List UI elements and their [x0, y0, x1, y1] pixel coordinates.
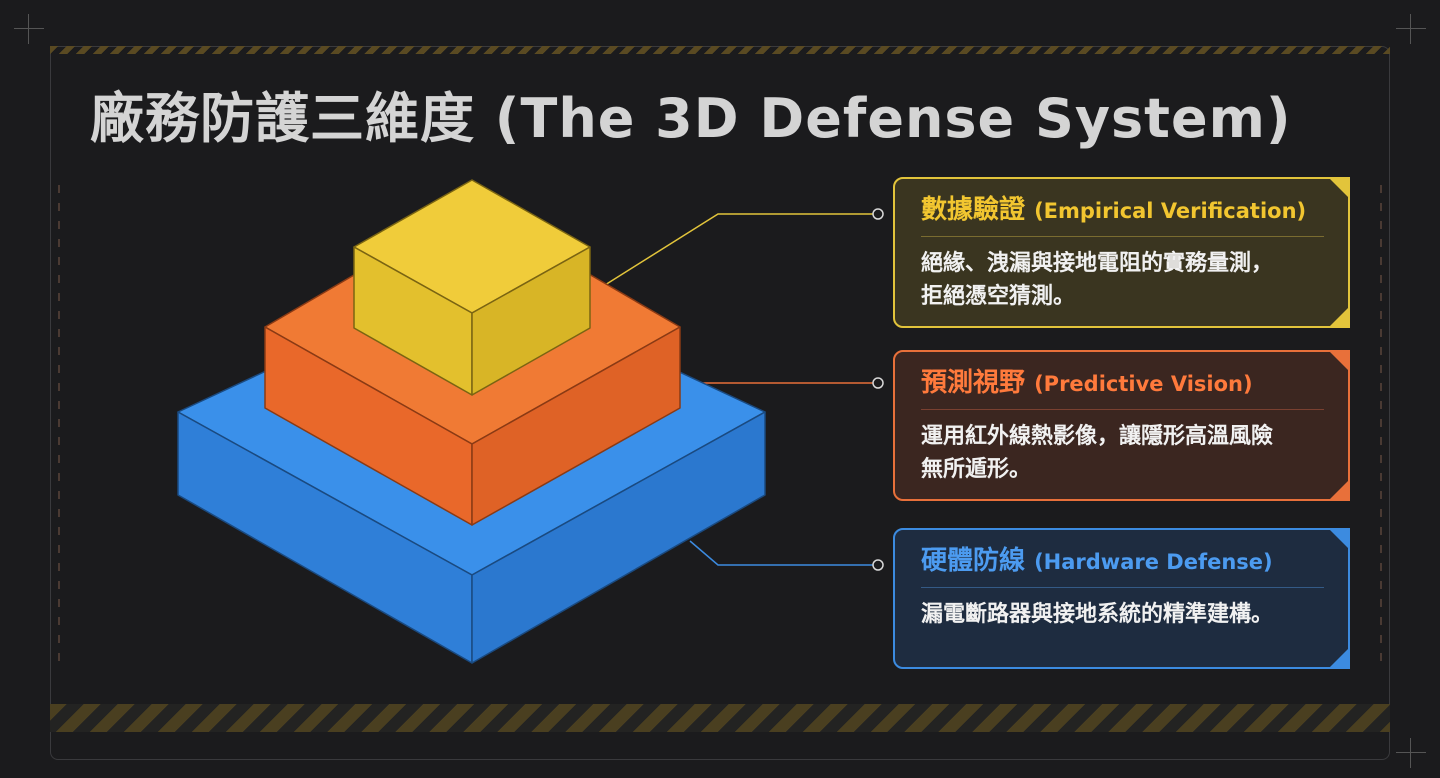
card-divider [921, 236, 1324, 237]
card-title-en: (Predictive Vision) [1034, 372, 1253, 396]
card-body-line: 絕緣、洩漏與接地電阻的實務量測， [921, 251, 1274, 276]
page-title: 廠務防護三維度 (The 3D Defense System) [90, 87, 1292, 150]
card-heading: 數據驗證 (Empirical Verification) [921, 193, 1324, 228]
card-body: 運用紅外線熱影像，讓隱形高溫風險 無所遁形。 [921, 420, 1324, 486]
card-title-en: (Empirical Verification) [1034, 199, 1307, 223]
card-body-line: 拒絕憑空猜測。 [921, 284, 1076, 309]
card-body: 絕緣、洩漏與接地電阻的實務量測， 拒絕憑空猜測。 [921, 247, 1324, 313]
connector-node-yellow [872, 208, 884, 220]
connector-yellow [604, 213, 874, 286]
card-title-zh: 預測視野 [921, 368, 1026, 398]
connector-blue [689, 540, 874, 566]
crosshair-icon [1396, 14, 1426, 44]
card-title-zh: 數據驗證 [921, 195, 1026, 225]
blue-layer-right [471, 411, 766, 664]
layer-card-empirical: 數據驗證 (Empirical Verification) 絕緣、洩漏與接地電阻… [893, 177, 1350, 328]
corner-accent-icon [1328, 306, 1350, 328]
card-title-en: (Hardware Defense) [1034, 550, 1273, 574]
hazard-stripe-top [50, 46, 1390, 54]
card-heading: 硬體防線 (Hardware Defense) [921, 544, 1324, 579]
card-title-zh: 硬體防線 [921, 546, 1026, 576]
crosshair-icon [14, 14, 44, 44]
card-body: 漏電斷路器與接地系統的精準建構。 [921, 598, 1324, 631]
yellow-empirical-layer [353, 179, 591, 396]
card-heading: 預測視野 (Predictive Vision) [921, 366, 1324, 401]
layer-card-predictive: 預測視野 (Predictive Vision) 運用紅外線熱影像，讓隱形高溫風… [893, 350, 1350, 501]
side-ticks-left [58, 185, 60, 665]
corner-accent-icon [1328, 177, 1350, 199]
hazard-stripe-bottom [50, 704, 1390, 732]
corner-accent-icon [1328, 350, 1350, 372]
card-body-line: 運用紅外線熱影像，讓隱形高溫風險 [921, 424, 1274, 449]
corner-accent-icon [1328, 479, 1350, 501]
card-divider [921, 587, 1324, 588]
connector-node-orange [872, 377, 884, 389]
connector-node-blue [872, 559, 884, 571]
card-body-line: 漏電斷路器與接地系統的精準建構。 [921, 602, 1274, 627]
card-divider [921, 409, 1324, 410]
layer-card-hardware: 硬體防線 (Hardware Defense) 漏電斷路器與接地系統的精準建構。 [893, 528, 1350, 669]
corner-accent-icon [1328, 528, 1350, 550]
side-ticks-right [1380, 185, 1382, 665]
orange-layer-right [471, 326, 681, 526]
corner-accent-icon [1328, 647, 1350, 669]
card-body-line: 無所遁形。 [921, 457, 1032, 482]
crosshair-icon [1396, 738, 1426, 768]
yellow-layer-right [471, 246, 591, 396]
